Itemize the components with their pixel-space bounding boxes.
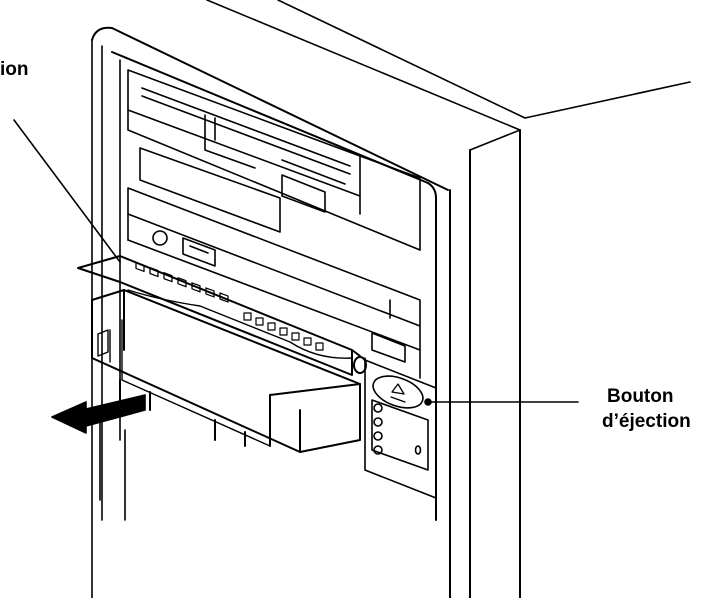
- front-bezel: [101, 45, 437, 521]
- callout-label-eject-button-line2: d’éjection: [602, 411, 691, 432]
- lower-bay: [364, 357, 437, 499]
- eject-icon: [372, 375, 424, 409]
- callout-label-eject-button-line1: Bouton: [607, 386, 674, 407]
- leader-lines: [13, 119, 579, 406]
- eject-direction-arrow: [51, 394, 146, 434]
- floppy-bay: [127, 69, 421, 251]
- callout-label-top-left: ion: [0, 59, 29, 80]
- case-base: [99, 419, 126, 521]
- tape-drive-bay: [127, 187, 421, 379]
- tape-cartridge: [77, 255, 367, 453]
- cartridge-marks: [243, 312, 324, 351]
